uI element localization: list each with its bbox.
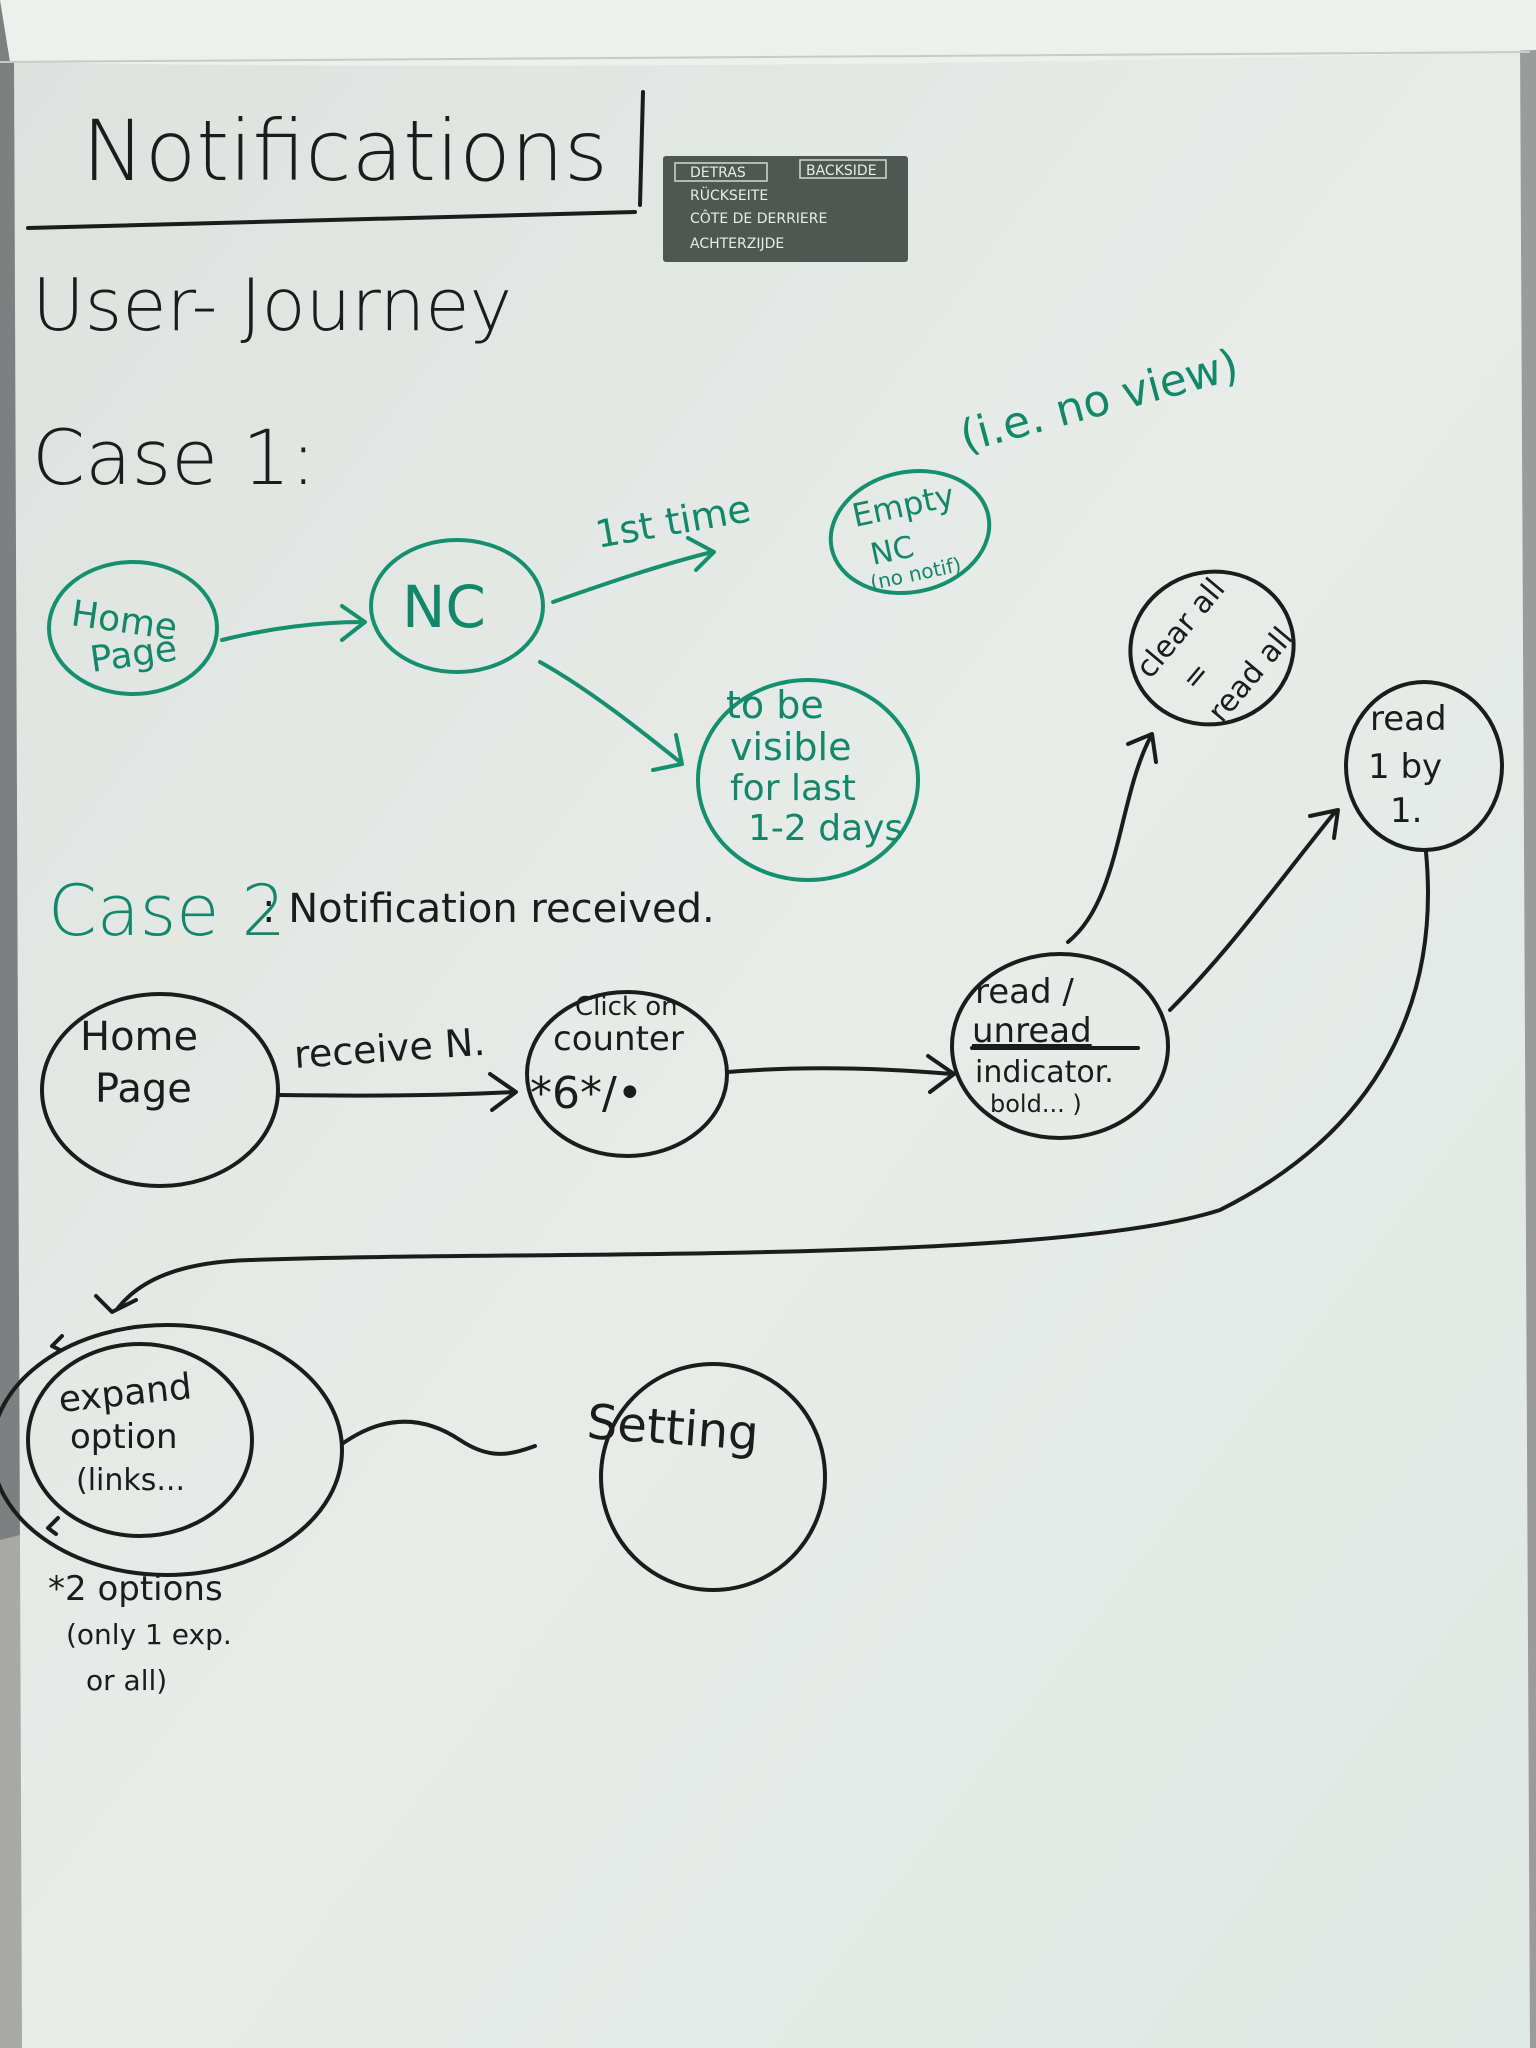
sticker-label-2: RÜCKSEITE	[690, 186, 768, 204]
case2-node-read-unread: read / unread indicator. bold... )	[950, 952, 1170, 1140]
case2-home-line1: Home	[80, 1014, 198, 1060]
case2-link-expand-setting	[340, 1419, 537, 1456]
case1-visible-line1: to be	[726, 683, 824, 727]
case2-read-line4: bold... )	[990, 1090, 1082, 1118]
case2-arrow-click-read	[726, 1054, 956, 1094]
case2-node-read-one: read 1 by 1.	[1344, 680, 1504, 852]
case2-read-line3: indicator.	[975, 1055, 1114, 1090]
sticker-label-3: CÔTE DE DERRIERE	[690, 209, 827, 227]
case2-readone-line1: read	[1370, 699, 1447, 739]
page-title: Notifications	[82, 102, 608, 200]
case2-arrow-read-clear	[1066, 732, 1158, 944]
paper-sheet	[14, 40, 1530, 2048]
case2-readone-line2: 1 by	[1368, 747, 1442, 787]
case2-read-line1: read /	[975, 972, 1074, 1012]
case2-click-line3: *6*/•	[530, 1068, 643, 1119]
case1-node-nc: NC	[369, 538, 545, 674]
sticker-label-4: ACHTERZIJDE	[690, 236, 784, 252]
case2-click-line2: counter	[553, 1019, 684, 1059]
subtitle: User- Journey	[32, 263, 512, 347]
title-bar	[638, 90, 645, 207]
case1-node-visible: to be visible for last 1-2 days	[696, 678, 920, 882]
case2-heading-rest: : Notification received.	[262, 886, 715, 932]
case2-arrow-readone-expand	[94, 850, 1430, 1314]
case2-setting-label: Setting	[585, 1394, 760, 1462]
case2-arrow-read-one	[1168, 808, 1340, 1012]
case2-expand-line2: option	[70, 1417, 178, 1457]
case2-footnote-line3: or all)	[86, 1664, 167, 1697]
case2-node-home: Home Page	[40, 992, 280, 1188]
case1-visible-line4: 1-2 days	[748, 808, 903, 849]
sticker-label-backside: BACKSIDE	[806, 163, 877, 179]
case1-visible-line2: visible	[730, 725, 851, 769]
paper-top-roll	[0, 0, 1536, 66]
case2-footnote: *2 options (only 1 exp. or all)	[48, 1569, 232, 1697]
case1-visible-line3: for last	[730, 768, 856, 809]
title-underline	[26, 210, 637, 230]
case2-footnote-line1: *2 options	[48, 1569, 223, 1609]
case1-arrow-home-nc	[220, 604, 367, 642]
case2-heading: Case 2	[48, 870, 286, 952]
case2-node-setting: Setting	[585, 1362, 827, 1592]
case2-home-line2: Page	[95, 1066, 192, 1112]
case1-arrow-nc-empty	[551, 536, 716, 604]
case2-footnote-line2: (only 1 exp.	[66, 1618, 232, 1651]
case1-arrow-nc-visible	[538, 660, 684, 772]
case2-click-line1: Click on	[575, 992, 678, 1022]
case2-node-click: Click on counter *6*/•	[525, 990, 729, 1158]
backside-sticker: DETRAS RÜCKSEITE CÔTE DE DERRIERE ACHTER…	[663, 156, 908, 262]
case2-read-line2: unread	[972, 1011, 1092, 1051]
case2-expand-line3: (links...	[76, 1463, 185, 1498]
case1-heading: Case 1:	[32, 413, 316, 502]
sticker-label-1: DETRAS	[690, 165, 746, 181]
case1-nc-label: NC	[402, 573, 486, 641]
case2-readone-line3: 1.	[1390, 791, 1422, 831]
case2-arrow-home-click	[278, 1072, 518, 1112]
